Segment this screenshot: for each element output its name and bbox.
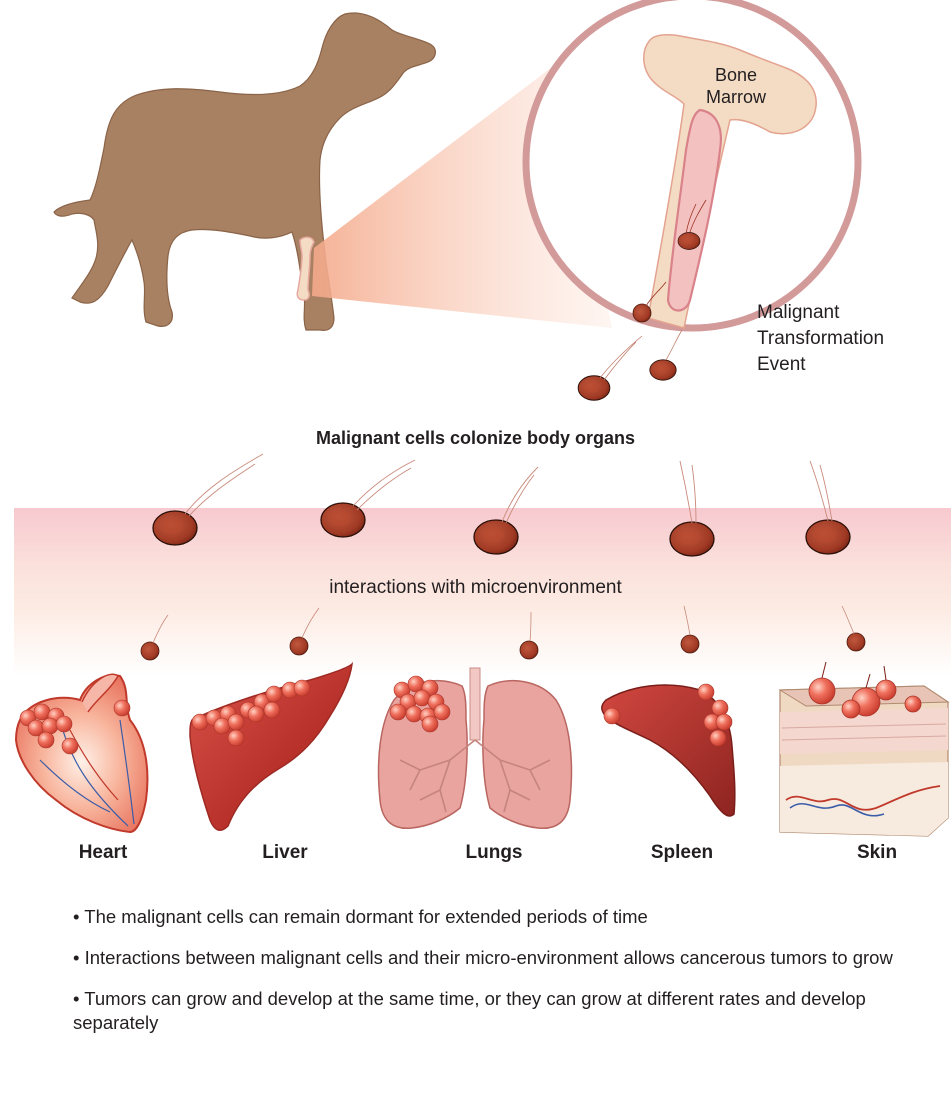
spleen-organ-icon bbox=[602, 684, 735, 816]
bone-marrow-magnifier bbox=[526, 0, 858, 328]
liver-organ-icon bbox=[190, 664, 352, 830]
lungs-organ-icon bbox=[379, 668, 572, 828]
skin-section-icon bbox=[780, 662, 948, 836]
bullet-item: • Tumors can grow and develop at the sam… bbox=[73, 987, 913, 1035]
bone-marrow-label: Bone Marrow bbox=[697, 64, 775, 108]
microenvironment-label: interactions with microenvironment bbox=[0, 577, 951, 599]
bullet-list: • The malignant cells can remain dormant… bbox=[73, 905, 913, 1052]
organ-label-skin: Skin bbox=[817, 842, 937, 864]
bullet-item: • The malignant cells can remain dormant… bbox=[73, 905, 913, 929]
malignant-transformation-label: Malignant Transformation Event bbox=[757, 300, 927, 378]
heart-organ-icon bbox=[16, 674, 147, 832]
colonize-heading: Malignant cells colonize body organs bbox=[0, 428, 951, 449]
organ-label-spleen: Spleen bbox=[622, 842, 742, 864]
bullet-item: • Interactions between malignant cells a… bbox=[73, 946, 913, 970]
organ-label-heart: Heart bbox=[43, 842, 163, 864]
organ-label-lungs: Lungs bbox=[434, 842, 554, 864]
organ-label-liver: Liver bbox=[225, 842, 345, 864]
